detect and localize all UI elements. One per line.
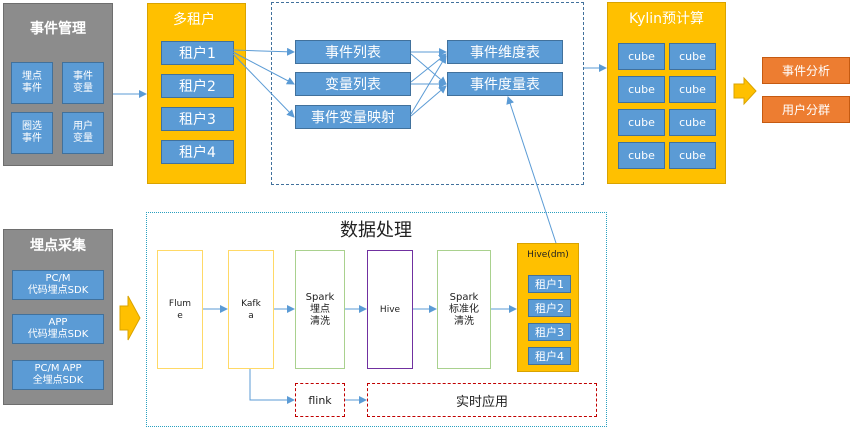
tenant-3-box[interactable]: 租户3 (161, 107, 234, 131)
multi-tenant-title: 多租户 (173, 12, 215, 28)
event-list-box[interactable]: 事件列表 (295, 40, 411, 64)
dm-tenant-3-box[interactable]: 租户3 (528, 323, 571, 341)
collection-title: 埋点采集 (30, 238, 86, 254)
cube-box[interactable]: cube (669, 76, 716, 103)
block-arrow-kylin-to-outputs (733, 76, 757, 106)
cube-box[interactable]: cube (669, 142, 716, 169)
event-management-panel: 事件管理 埋点 事件 事件 变量 圈选 事件 用户 变量 (3, 3, 113, 166)
hive-dm-title: Hive(dm) (527, 250, 569, 260)
dm-tenant-4-box[interactable]: 租户4 (528, 347, 571, 365)
kylin-title: Kylin预计算 (628, 11, 705, 27)
selected-event-box[interactable]: 圈选 事件 (11, 112, 53, 154)
event-variable-mapping-box[interactable]: 事件变量映射 (295, 105, 411, 129)
cube-box[interactable]: cube (618, 109, 665, 136)
cube-box[interactable]: cube (618, 43, 665, 70)
event-dimension-table-box[interactable]: 事件维度表 (447, 40, 563, 64)
app-code-sdk-box[interactable]: APP 代码埋点SDK (12, 314, 104, 344)
cube-box[interactable]: cube (669, 109, 716, 136)
cube-box[interactable]: cube (618, 76, 665, 103)
full-tracking-sdk-box[interactable]: PC/M APP 全埋点SDK (12, 360, 104, 390)
hive-dm-panel: Hive(dm) 租户1 租户2 租户3 租户4 (517, 243, 579, 372)
spark-standardize-clean-box[interactable]: Spark 标准化 清洗 (437, 250, 491, 369)
cube-box[interactable]: cube (618, 142, 665, 169)
event-measure-table-box[interactable]: 事件度量表 (447, 72, 563, 96)
kafka-box[interactable]: Kafk a (228, 250, 274, 369)
event-variable-box[interactable]: 事件 变量 (62, 62, 104, 104)
event-analysis-box[interactable]: 事件分析 (762, 57, 850, 84)
user-variable-box[interactable]: 用户 变量 (62, 112, 104, 154)
kylin-panel: Kylin预计算 cube cube cube cube cube cube c… (607, 2, 726, 184)
tenant-2-box[interactable]: 租户2 (161, 74, 234, 98)
multi-tenant-panel: 多租户 租户1 租户2 租户3 租户4 (147, 3, 246, 184)
pcm-code-sdk-box[interactable]: PC/M 代码埋点SDK (12, 270, 104, 300)
cube-box[interactable]: cube (669, 43, 716, 70)
realtime-application-box[interactable]: 实时应用 (367, 383, 597, 417)
block-arrow-collection-to-processing (119, 295, 141, 341)
spark-tracking-clean-box[interactable]: Spark 埋点 清洗 (295, 250, 345, 369)
collection-panel: 埋点采集 PC/M 代码埋点SDK APP 代码埋点SDK PC/M APP 全… (3, 229, 113, 405)
hive-box[interactable]: Hive (367, 250, 413, 369)
tracking-event-box[interactable]: 埋点 事件 (11, 62, 53, 104)
processing-title: 数据处理 (340, 220, 412, 241)
flume-box[interactable]: Flum e (157, 250, 203, 369)
event-management-title: 事件管理 (30, 21, 86, 37)
tenant-4-box[interactable]: 租户4 (161, 140, 234, 164)
user-grouping-box[interactable]: 用户分群 (762, 96, 850, 123)
tenant-1-box[interactable]: 租户1 (161, 41, 234, 65)
dm-tenant-2-box[interactable]: 租户2 (528, 299, 571, 317)
variable-list-box[interactable]: 变量列表 (295, 72, 411, 96)
flink-box[interactable]: flink (295, 383, 345, 417)
processing-container (146, 212, 607, 427)
dm-tenant-1-box[interactable]: 租户1 (528, 275, 571, 293)
